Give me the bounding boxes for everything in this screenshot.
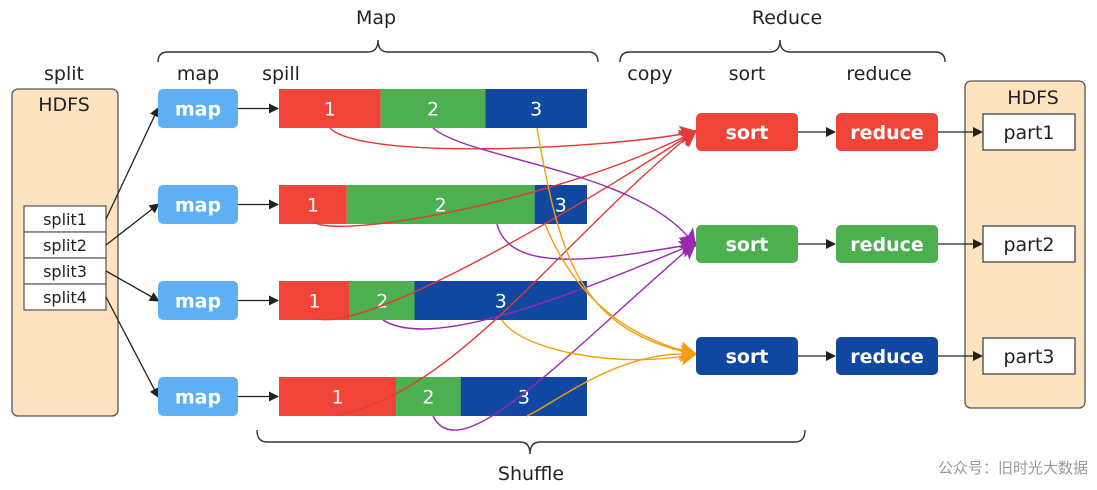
spill-segment-label: 2 [435,195,447,217]
spill-segment-label: 2 [427,99,439,121]
split-to-map-arrow [105,106,160,220]
map-column-label: map [177,63,219,85]
watermark-text: 公众号：旧时光大数据 [938,459,1088,477]
spill-segment-label: 1 [331,387,343,409]
reduce-box [836,337,938,375]
spill-segment-label: 3 [518,387,530,409]
shuffle-curve-purple-from-map1 [432,127,697,248]
spill-segment [414,281,587,320]
hdfs-right-label: HDFS [1007,87,1059,109]
split-to-map-arrow [105,296,159,399]
shuffle-curve-red-from-map2 [313,130,698,227]
shuffle-curve-purple-from-map4 [432,241,698,431]
map-task-box [158,89,238,128]
reduce-label: reduce [850,346,924,368]
spill-segment-label: 2 [422,387,434,409]
sort-box [696,113,798,151]
sort-label: sort [726,122,769,144]
shuffle-brace [256,429,806,455]
spill-segment [485,89,587,128]
spill-segment [346,185,535,224]
map-tasks: map map map map [105,89,279,416]
reduce-label: reduce [850,234,924,256]
reduce-column-label: reduce [846,63,911,85]
spill-segment-label: 3 [530,99,542,121]
spill-column-label: spill [262,63,300,85]
reducer-pipeline: sort reduce part1 sort reduce part2 sort reduce… [696,113,1076,375]
map-task-box [158,377,238,416]
split-label: split3 [43,262,87,281]
shuffle-curve-orange-from-map2 [544,223,698,360]
split-label: split1 [43,210,87,229]
spill-segment [279,281,350,320]
split-box [23,283,107,311]
reduce-box [836,113,938,151]
shuffle-curve-orange-from-map1 [536,127,698,360]
shuffle-curve-orange-from-map4 [526,344,698,417]
map-task-label: map [175,387,221,409]
split-list: split1 split2 split3 split4 [23,205,107,311]
shuffle-curve-red-from-map4 [337,129,698,416]
split-to-map-arrow [105,270,160,302]
spill-segment [279,377,397,416]
map-phase-brace [157,39,599,63]
spill-segment-label: 3 [555,195,567,217]
hdfs-left-label: HDFS [38,94,90,116]
sort-label: sort [726,234,769,256]
shuffle-curve-purple-from-map2 [496,223,698,260]
sort-box [696,337,798,375]
output-part-box [982,225,1076,263]
spill-segment [279,185,347,224]
spill-segment-label: 1 [324,99,336,121]
spill-segment [396,377,461,416]
spill-segment [380,89,486,128]
split-to-map-arrow [105,203,160,246]
map-task-label: map [175,99,221,121]
shuffle-curve-purple-from-map3 [382,241,698,330]
shuffle-curve-red-from-map3 [313,129,698,321]
shuffle-curve-red-from-map1 [329,125,698,150]
reduce-box [836,225,938,263]
map-task-label: map [175,195,221,217]
split-column-label: split [44,63,84,85]
spill-segment-label: 2 [376,291,388,313]
spill-segment-label: 3 [495,291,507,313]
spill-segment-label: 1 [308,291,320,313]
spill-segment [460,377,587,416]
shuffle-label: Shuffle [498,463,564,485]
output-part-box [982,113,1076,151]
map-task-box [158,281,238,320]
reduce-label: reduce [850,122,924,144]
map-task-label: map [175,291,221,313]
output-part-label: part3 [1003,346,1054,368]
shuffle-curves [313,125,698,431]
spill-buffers: 1 2 3 1 2 3 1 2 3 1 2 3 [279,89,587,416]
sort-label: sort [726,346,769,368]
map-phase-label: Map [356,7,396,29]
spill-segment [279,89,381,128]
sort-box [696,225,798,263]
split-label: split2 [43,236,87,255]
output-part-box [982,337,1076,375]
output-part-label: part2 [1003,234,1054,256]
map-task-box [158,185,238,224]
reduce-phase-label: Reduce [752,7,822,29]
reduce-phase-brace [619,39,946,63]
split-label: split4 [43,288,87,307]
spill-segment-label: 1 [307,195,319,217]
copy-column-label: copy [627,63,672,85]
output-part-label: part1 [1003,122,1054,144]
shuffle-curve-orange-from-map3 [501,319,698,366]
sort-column-label: sort [729,63,766,85]
